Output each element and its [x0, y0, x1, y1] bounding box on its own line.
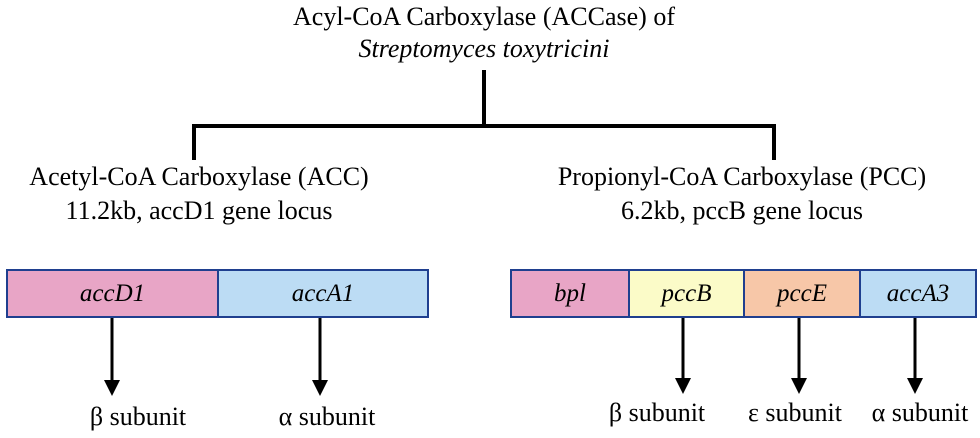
diagram-title: Acyl-CoA Carboxylase (ACCase) of [293, 2, 675, 31]
diagram-subtitle-species: Streptomyces toxytricini [358, 34, 610, 63]
pcc-epsilon-subunit: ε subunit [748, 398, 842, 427]
acc-enzyme-name: Acetyl-CoA Carboxylase (ACC) [29, 162, 369, 191]
pcc-beta-subunit: β subunit [608, 398, 706, 427]
arrowhead-icon [312, 380, 328, 396]
gene-accA3: accA3 [861, 271, 975, 316]
pcc-gene-cluster: bpl pccB pccE accA3 [510, 269, 977, 318]
acc-alpha-subunit: α subunit [278, 402, 376, 431]
pcc-enzyme-name: Propionyl-CoA Carboxylase (PCC) [557, 162, 927, 191]
acc-beta-subunit: β subunit [89, 402, 187, 431]
gene-bpl: bpl [512, 271, 630, 316]
arrowhead-icon [791, 378, 807, 394]
gene-pccE: pccE [745, 271, 861, 316]
gene-pccB: pccB [630, 271, 745, 316]
acc-gene-cluster: accD1 accA1 [6, 269, 429, 318]
pcc-gene-locus: 6.2kb, pccB gene locus [621, 196, 863, 225]
arrowhead-icon [907, 378, 923, 394]
arrowhead-icon [104, 380, 120, 396]
acc-gene-locus: 11.2kb, accD1 gene locus [65, 196, 333, 225]
arrowhead-icon [675, 378, 691, 394]
gene-accD1: accD1 [8, 271, 219, 316]
pcc-alpha-subunit: α subunit [871, 398, 969, 427]
gene-accA1: accA1 [219, 271, 427, 316]
